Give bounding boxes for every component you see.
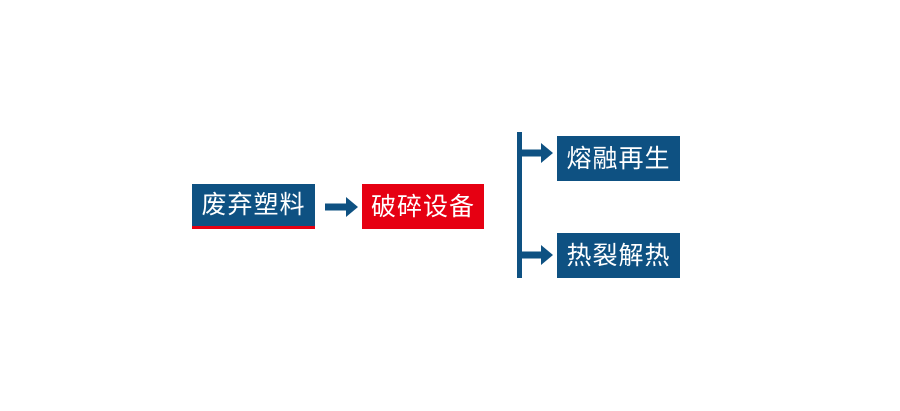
node-pyrolysis[interactable]: 热裂解热 <box>557 233 680 278</box>
branch-arrow-lower <box>522 245 553 265</box>
node-crusher-label: 破碎设备 <box>370 191 475 221</box>
node-waste-plastic-label: 废弃塑料 <box>201 190 306 219</box>
arrow-right-shape <box>325 197 358 217</box>
node-crusher[interactable]: 破碎设备 <box>362 184 484 229</box>
node-melt-regeneration[interactable]: 熔融再生 <box>557 136 680 181</box>
arrow-right-icon <box>318 190 362 224</box>
branch-connector-icon <box>508 126 564 282</box>
arrow-right-svg <box>325 197 358 217</box>
node-pyrolysis-label: 热裂解热 <box>566 240 671 270</box>
branch-arrow-upper <box>522 143 553 163</box>
branch-trunk-line <box>517 132 522 278</box>
node-melt-regeneration-label: 熔融再生 <box>566 143 671 173</box>
node-waste-plastic[interactable]: 废弃塑料 <box>192 184 315 229</box>
branch-connector-svg <box>517 132 553 278</box>
